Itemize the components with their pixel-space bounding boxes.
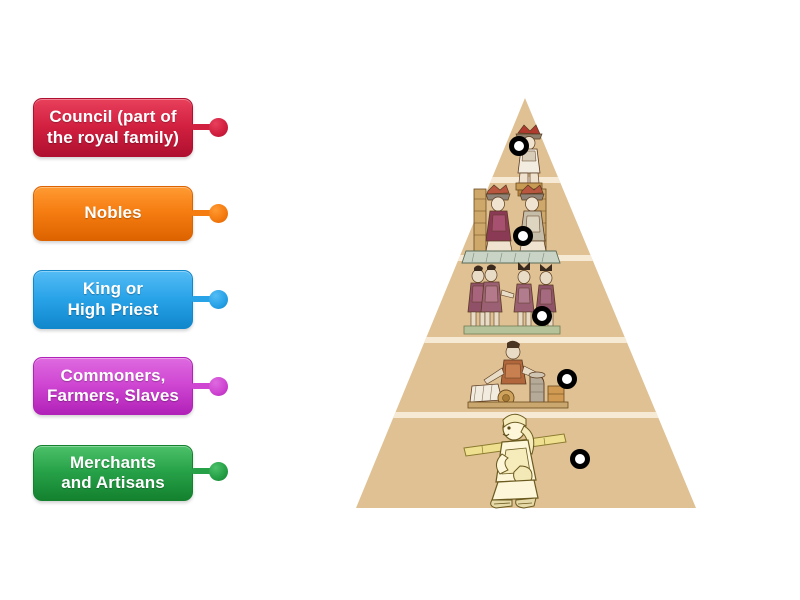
label-chip-text: Commoners, Farmers, Slaves [47,365,179,405]
target-marker-tier-2[interactable] [513,226,533,246]
illustration-aztec-porter-carrying-load [463,413,567,509]
label-chip-text: King or High Priest [67,279,159,319]
connector-line-council [191,124,218,130]
connector-dot-nobles[interactable] [209,204,228,223]
connector-dot-merchants-artisans[interactable] [209,462,228,481]
label-chip-merchants-artisans[interactable]: Merchants and Artisans [33,445,193,501]
label-chip-king-high-priest[interactable]: King or High Priest [33,270,193,329]
label-chip-text: Merchants and Artisans [61,452,165,492]
label-chip-nobles[interactable]: Nobles [33,186,193,241]
connector-dot-commoners-farmers-slaves[interactable] [209,377,228,396]
label-chip-council[interactable]: Council (part of the royal family) [33,98,193,157]
pyramid-graphic [348,90,708,520]
connector-line-commoners-farmers-slaves [191,383,218,389]
label-chip-text: Nobles [84,203,142,223]
target-marker-tier-4[interactable] [557,369,577,389]
connector-dot-council[interactable] [209,118,228,137]
target-marker-tier-1[interactable] [509,136,529,156]
illustration-aztec-nobles-on-thrones [461,184,561,264]
illustration-aztec-merchant-with-goods [467,340,569,409]
label-chip-commoners-farmers-slaves[interactable]: Commoners, Farmers, Slaves [33,357,193,415]
label-chip-text: Council (part of the royal family) [46,107,180,147]
target-marker-tier-3[interactable] [532,306,552,326]
connector-line-nobles [191,210,218,216]
connector-line-king-high-priest [191,296,218,302]
connector-dot-king-high-priest[interactable] [209,290,228,309]
connector-line-merchants-artisans [191,468,218,474]
target-marker-tier-5[interactable] [570,449,590,469]
